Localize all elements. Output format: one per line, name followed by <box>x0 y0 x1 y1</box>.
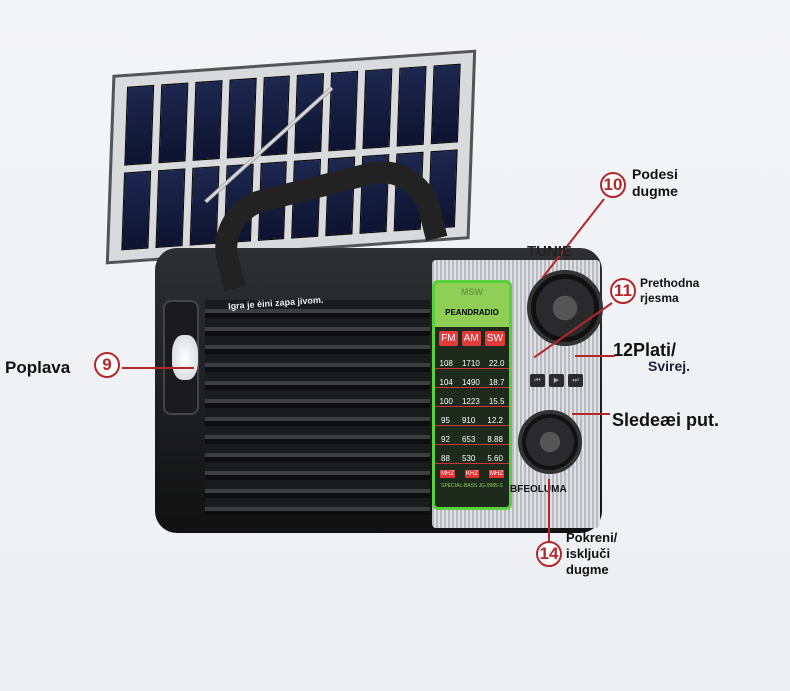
callout-14-line3: dugme <box>566 562 609 577</box>
frequency-value: 100 <box>439 397 453 406</box>
previous-button[interactable]: ⏮ <box>530 374 545 387</box>
frequency-value: 15.5 <box>488 397 505 406</box>
frequency-value: 88 <box>441 454 450 463</box>
callout-14-line1: Pokreni/ <box>566 530 618 545</box>
callout-14-line <box>548 479 550 542</box>
frequency-value: 108 <box>439 359 453 368</box>
callout-12-text1: 12Plati/ <box>613 340 677 360</box>
callout-10-line2: dugme <box>632 183 678 199</box>
speaker-grille <box>205 300 430 515</box>
tuning-display: MSW PEANDRADIO FM AM SW 108 1710 22.0 104 149… <box>432 280 512 510</box>
frequency-row: 95 910 12.2 <box>435 416 509 426</box>
model-label: SPECIAL-BASS JG-9985-S <box>441 483 503 489</box>
frequency-value: 92 <box>441 435 450 444</box>
frequency-value: 1710 <box>461 359 480 368</box>
frequency-value: 530 <box>461 454 476 463</box>
callout-13-line <box>572 413 610 415</box>
callout-13-text: Sledeæi put. <box>612 410 720 430</box>
callout-10-line1: Podesi <box>632 166 678 182</box>
callout-9-text: Poplava <box>5 358 71 377</box>
frequency-value: 1223 <box>461 397 480 406</box>
frequency-value: 95 <box>441 416 450 425</box>
band-sw: SW <box>484 331 505 346</box>
play-button[interactable]: ▶ <box>549 374 564 387</box>
frequency-value: 1490 <box>461 378 480 387</box>
frequency-value: 8.88 <box>487 435 503 444</box>
callout-14-number: 14 <box>536 541 562 567</box>
display-top-label: MSW <box>461 287 483 297</box>
frequency-row: 88 530 5.60 <box>435 454 509 464</box>
callout-11-number: 11 <box>610 278 636 304</box>
next-button[interactable]: ⏭ <box>568 374 583 387</box>
unit: MHZ <box>440 470 455 478</box>
display-title: PEANDRADIO <box>445 308 499 317</box>
frequency-row: 92 653 8.88 <box>435 435 509 445</box>
band-fm: FM <box>439 331 458 346</box>
frequency-value: 653 <box>461 435 476 444</box>
callout-11-line2: rjesma <box>640 291 679 305</box>
frequency-row: 108 1710 22.0 <box>435 359 509 369</box>
unit: KHZ <box>465 470 479 478</box>
callout-14-line2: isključi <box>566 546 611 561</box>
frequency-value: 5.60 <box>487 454 503 463</box>
callout-11-line1: Prethodna <box>640 276 700 290</box>
flashlight-lamp <box>172 335 198 380</box>
volume-knob[interactable] <box>518 410 582 474</box>
unit: MHZ <box>489 470 504 478</box>
frequency-row: 100 1223 15.5 <box>435 397 509 407</box>
callout-9-number: 9 <box>94 352 120 378</box>
volume-label: BFEOLUMA <box>510 484 567 495</box>
frequency-value: 18.7 <box>488 378 505 387</box>
callout-12-line <box>575 355 615 357</box>
frequency-value: 910 <box>461 416 476 425</box>
band-am: AM <box>461 331 481 346</box>
frequency-value: 22.0 <box>488 359 505 368</box>
playback-buttons: ⏮ ▶ ⏭ <box>530 374 583 387</box>
callout-9-line <box>122 367 194 369</box>
frequency-value: 104 <box>439 378 453 387</box>
callout-10-number: 10 <box>600 172 626 198</box>
brand-label: TUNIE <box>527 243 572 260</box>
frequency-row: 104 1490 18.7 <box>435 378 509 388</box>
frequency-value: 12.2 <box>487 416 503 425</box>
callout-12-text2: Svirej. <box>648 358 691 374</box>
